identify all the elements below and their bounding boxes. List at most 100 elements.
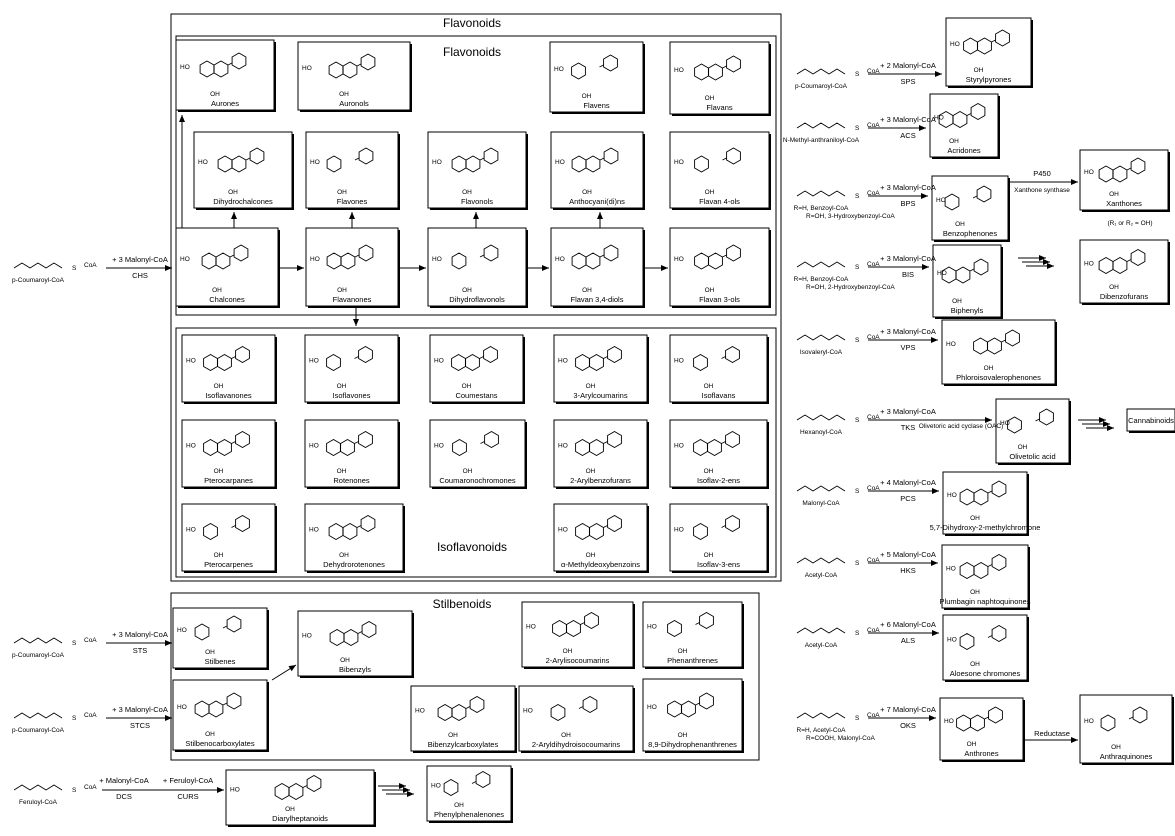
right-reaction-biphenyls-enzyme: BIS xyxy=(902,270,914,279)
compound-label: Anthraquinones xyxy=(1100,752,1153,761)
right-reaction-plumbagin-enzyme: HKS xyxy=(900,566,915,575)
oh-label: OH xyxy=(339,91,349,98)
structure-sketch xyxy=(451,345,498,372)
left-reaction-chs-reagent: + 3 Malonyl-CoA xyxy=(112,255,168,264)
compound-label: Bibenzyls xyxy=(339,665,371,674)
ho-label: HO xyxy=(647,704,657,711)
left-reaction-sts-enzyme: STS xyxy=(133,646,148,655)
coa-group: CoA xyxy=(867,334,880,341)
ho-label: HO xyxy=(947,492,957,499)
ho-label: HO xyxy=(555,159,565,166)
substrate-name: Malonyl-CoA xyxy=(802,500,840,507)
compound-label: Phenylphenalenones xyxy=(434,810,504,819)
structure-sketch xyxy=(959,624,1007,651)
structure-sketch xyxy=(667,692,714,718)
oh-label: OH xyxy=(463,468,473,475)
structure-sketch xyxy=(941,258,989,284)
ring-b xyxy=(483,147,499,165)
structure-sketch xyxy=(199,52,247,78)
s-atom: S xyxy=(855,417,860,424)
bond xyxy=(231,356,236,359)
structure-sketch xyxy=(328,53,376,79)
compound-label: Stilbenocarboxylates xyxy=(185,739,254,748)
structure-sketch xyxy=(959,480,1007,506)
bond xyxy=(695,702,700,706)
ring-a xyxy=(451,252,467,270)
right-reaction-benzophenones-enzyme: BPS xyxy=(900,199,915,208)
compound-label: Flavan 3,4-diols xyxy=(571,295,624,304)
structure-sketch xyxy=(667,611,714,638)
compound-label: Plumbagin naphtoquinones xyxy=(940,597,1031,606)
ring-a xyxy=(959,632,975,651)
substrate-name: Acetyl-CoA xyxy=(805,642,838,649)
ring-c xyxy=(970,714,985,732)
ho-label: HO xyxy=(944,718,954,725)
box-border xyxy=(669,41,770,115)
ho-label: HO xyxy=(180,256,190,263)
oh-label: OH xyxy=(214,383,224,390)
bond xyxy=(222,702,228,706)
compound-label: Dihydroflavonols xyxy=(449,295,505,304)
compound-label: 2-Arylisocoumarins xyxy=(546,656,610,665)
ho-label: HO xyxy=(526,624,536,631)
left-reaction-sts-reagent: + 3 Malonyl-CoA xyxy=(112,630,168,639)
structure-sketch xyxy=(693,430,740,457)
substrate-name: Hexanoyl-CoA xyxy=(800,429,843,436)
bond xyxy=(357,631,363,634)
bond xyxy=(354,254,360,258)
structure-sketch xyxy=(217,147,265,173)
oh-label: OH xyxy=(1111,744,1121,751)
structure-sketch xyxy=(443,770,491,797)
ho-label: HO xyxy=(936,197,946,204)
s-atom: S xyxy=(72,265,77,272)
left-reaction-chs-enzyme: CHS xyxy=(132,271,148,280)
compound-label: Flavan 3-ols xyxy=(699,295,740,304)
ring-c xyxy=(217,438,232,457)
bond xyxy=(580,622,585,625)
ring-b xyxy=(970,102,986,121)
ho-label: HO xyxy=(950,41,960,48)
structure-sketch xyxy=(956,706,1003,732)
ring-a xyxy=(1007,416,1022,434)
coa-group: CoA xyxy=(867,557,880,564)
compound-label: Stilbenes xyxy=(205,657,236,666)
right-reaction-olivetolic-acid-reagent: + 3 Malonyl-CoA xyxy=(880,407,936,416)
p450-label: P450 xyxy=(1033,169,1051,178)
bond xyxy=(599,157,605,161)
structure-sketch xyxy=(1007,408,1054,434)
compound-label: Flavanones xyxy=(333,295,372,304)
ring-b xyxy=(469,695,485,714)
oh-label: OH xyxy=(563,648,573,655)
right-reaction-acridones-reagent: + 3 Malonyl-CoA xyxy=(880,115,936,124)
oh-label: OH xyxy=(967,741,977,748)
box-border xyxy=(995,398,1070,464)
substrate-name: R=H, Acetyl-CoA xyxy=(797,727,847,734)
box-border xyxy=(181,503,276,572)
ring-c xyxy=(342,61,358,79)
right-reaction-styrylpyrones-enzyme: SPS xyxy=(900,77,915,86)
ring-b xyxy=(607,345,622,364)
ring-b xyxy=(358,345,373,364)
oh-label: OH xyxy=(970,515,980,522)
ho-label: HO xyxy=(186,527,196,534)
ring-b xyxy=(603,244,619,262)
structure-sketch xyxy=(326,244,374,270)
ring-b xyxy=(699,611,714,630)
oh-label: OH xyxy=(705,189,715,196)
oh-label: OH xyxy=(337,287,347,294)
structure-sketch xyxy=(274,774,322,801)
compound-label: 3-Arylcoumarins xyxy=(573,391,627,400)
ho-label: HO xyxy=(434,443,444,450)
